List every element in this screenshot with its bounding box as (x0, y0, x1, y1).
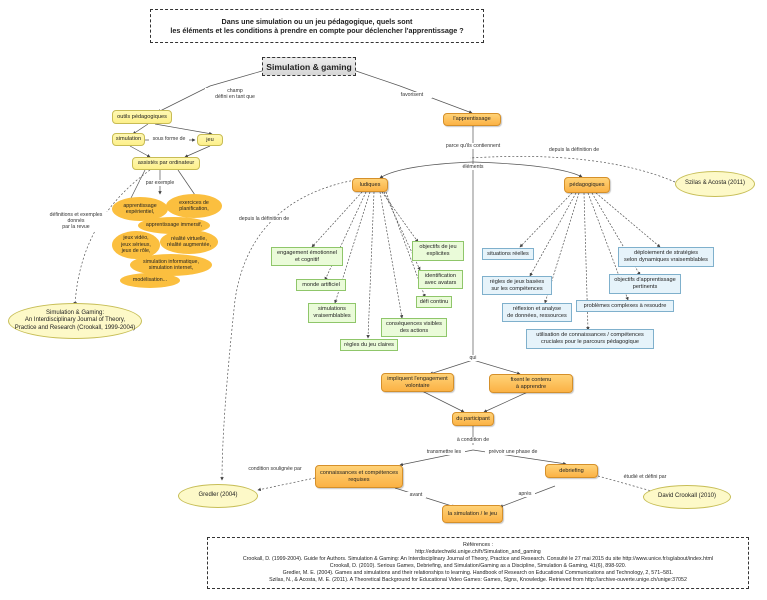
reference-line: Crookall, D. (1999-2004). Guide for Auth… (242, 556, 714, 563)
label-definitions: définitions et exemples donnés par la re… (44, 212, 108, 231)
references-title: Références : (462, 542, 494, 549)
label-depuis-gredler: depuis la définition de (235, 216, 293, 223)
node-assistes[interactable]: assistés par ordinateur (132, 157, 200, 170)
label-elements: éléments (459, 164, 487, 171)
label-par-exemple: par exemple (140, 180, 180, 187)
pedagogiques-objectifs[interactable]: objectifs d'apprentissage pertinents (609, 274, 681, 294)
node-impliquent[interactable]: impliquent l'engagement volontaire (381, 373, 454, 392)
link-outils-simulation (132, 123, 149, 135)
source-szilas[interactable]: Szilas & Acosta (2011) (675, 171, 755, 197)
node-participant[interactable]: du participant (452, 412, 494, 426)
link-simulation-assistes (129, 145, 151, 158)
link-jeu-assistes (184, 145, 211, 158)
link-impliquent-participant (417, 388, 465, 413)
ludiques-consequences[interactable]: conséquences visibles des actions (381, 318, 447, 337)
example-informatique: simulation informatique, simulation inte… (130, 254, 212, 276)
link-assistes-b2 (177, 169, 196, 196)
question-text: Dans une simulation ou un jeu pédagogiqu… (170, 16, 464, 35)
link-elements-pedagogiques (472, 161, 583, 178)
label-sous-forme: sous forme de (149, 136, 189, 143)
label-parce-que: parce qu'ils contiennent (441, 143, 505, 150)
pedagogiques-utilisation[interactable]: utilisation de connaissances / compétenc… (526, 329, 654, 349)
central-topic-label: Simulation & gaming (266, 61, 352, 72)
node-pedagogiques[interactable]: pédagogiques (564, 177, 610, 193)
pedagogiques-problemes[interactable]: problèmes complexes à resoudre (576, 300, 674, 312)
source-journal[interactable]: Simulation & Gaming: An Interdisciplinar… (8, 303, 142, 339)
label-prevoir: prévoir une phase de (485, 449, 541, 456)
link-qui-impliquent (429, 359, 474, 375)
label-champ: champ défini en tant que (205, 88, 265, 101)
node-apprentissage[interactable]: l'apprentissage (443, 113, 501, 126)
reference-line[interactable]: http://edutechwiki.unige.ch/fr/Simulatio… (415, 549, 541, 556)
source-crookall[interactable]: David Crookall (2010) (643, 485, 731, 509)
ludiques-objectifs[interactable]: objectifs de jeu explicites (412, 241, 464, 261)
example-modelisation: modélisation... (120, 273, 180, 288)
ludiques-regles[interactable]: règles du jeu claires (340, 339, 398, 351)
label-transmettre: transmettre les (423, 449, 465, 456)
link-fixent-participant (483, 390, 531, 413)
label-apres: après (515, 491, 535, 498)
pedagogiques-regles[interactable]: règles de jeux basées sur les compétence… (482, 276, 552, 295)
ludiques-monde[interactable]: monde artificiel (296, 279, 346, 291)
example-immersif: apprentissage immersif, (138, 217, 210, 234)
reference-line: Szilas, N., & Acosta, M. E. (2011). A Th… (269, 576, 687, 583)
question-box: Dans une simulation ou un jeu pédagogiqu… (150, 9, 484, 43)
link-assistes-b1 (129, 169, 146, 201)
link-central-outils (157, 70, 263, 113)
references-box: Références : http://edutechwiki.unige.ch… (207, 537, 749, 589)
pedagogiques-reflexion[interactable]: réflexion et analyse de données, ressour… (502, 303, 572, 322)
link-connaissances-gredler (257, 477, 316, 492)
link-qui-fixent (472, 359, 521, 375)
node-fixent[interactable]: fixent le contenu à apprendre (489, 374, 573, 393)
source-gredler[interactable]: Gredler (2004) (178, 484, 258, 508)
link-szilas (469, 156, 676, 183)
reference-line: Gredler, M. E. (2004). Games and simulat… (282, 569, 674, 576)
link-ludiques-gredler (220, 179, 356, 481)
link-elements-ludiques (379, 161, 474, 179)
node-outils[interactable]: outils pédagogiques (112, 110, 172, 124)
central-topic[interactable]: Simulation & gaming (262, 57, 356, 76)
link-debriefing-crookall (597, 475, 656, 493)
pedagogiques-deploiement[interactable]: déploiement de stratégies selon dynamiqu… (618, 247, 714, 267)
ludiques-defi[interactable]: défi continu (416, 296, 452, 308)
node-simulation-jeu[interactable]: la simulation / le jeu (442, 505, 503, 523)
link-outils-jeu (154, 123, 213, 136)
label-condition: à condition de (451, 437, 495, 444)
pedagogiques-situations[interactable]: situations réelles (482, 248, 534, 260)
ludiques-simulations[interactable]: simulations vraisemblables (308, 303, 356, 323)
label-etudie: étudié et défini par (617, 474, 673, 481)
label-favorisent: favorisent (392, 92, 432, 99)
node-jeu[interactable]: jeu (197, 134, 223, 146)
label-depuis-szilas: depuis la définition de (545, 147, 603, 154)
reference-line: Crookall, D. (2010). Serious Games, Debr… (329, 563, 627, 569)
example-planification: exercices de planification, (166, 194, 222, 218)
label-avant: avant (406, 492, 426, 499)
link-central-apprentissage (355, 70, 473, 114)
ludiques-engagement[interactable]: engagement émotionnel et cognitif (271, 247, 343, 266)
ludiques-identification[interactable]: identification avec avatars (418, 270, 463, 289)
node-ludiques[interactable]: ludiques (352, 178, 388, 192)
node-simulation[interactable]: simulation (112, 133, 145, 146)
label-soulignee: condition soulignée par (244, 466, 306, 473)
example-realite: réalité virtuelle, réalité augmentée, (160, 230, 218, 254)
node-debriefing[interactable]: debriefing (545, 464, 598, 478)
node-connaissances[interactable]: connaissances et compétences requises (315, 465, 403, 488)
label-qui: qui (466, 355, 480, 362)
